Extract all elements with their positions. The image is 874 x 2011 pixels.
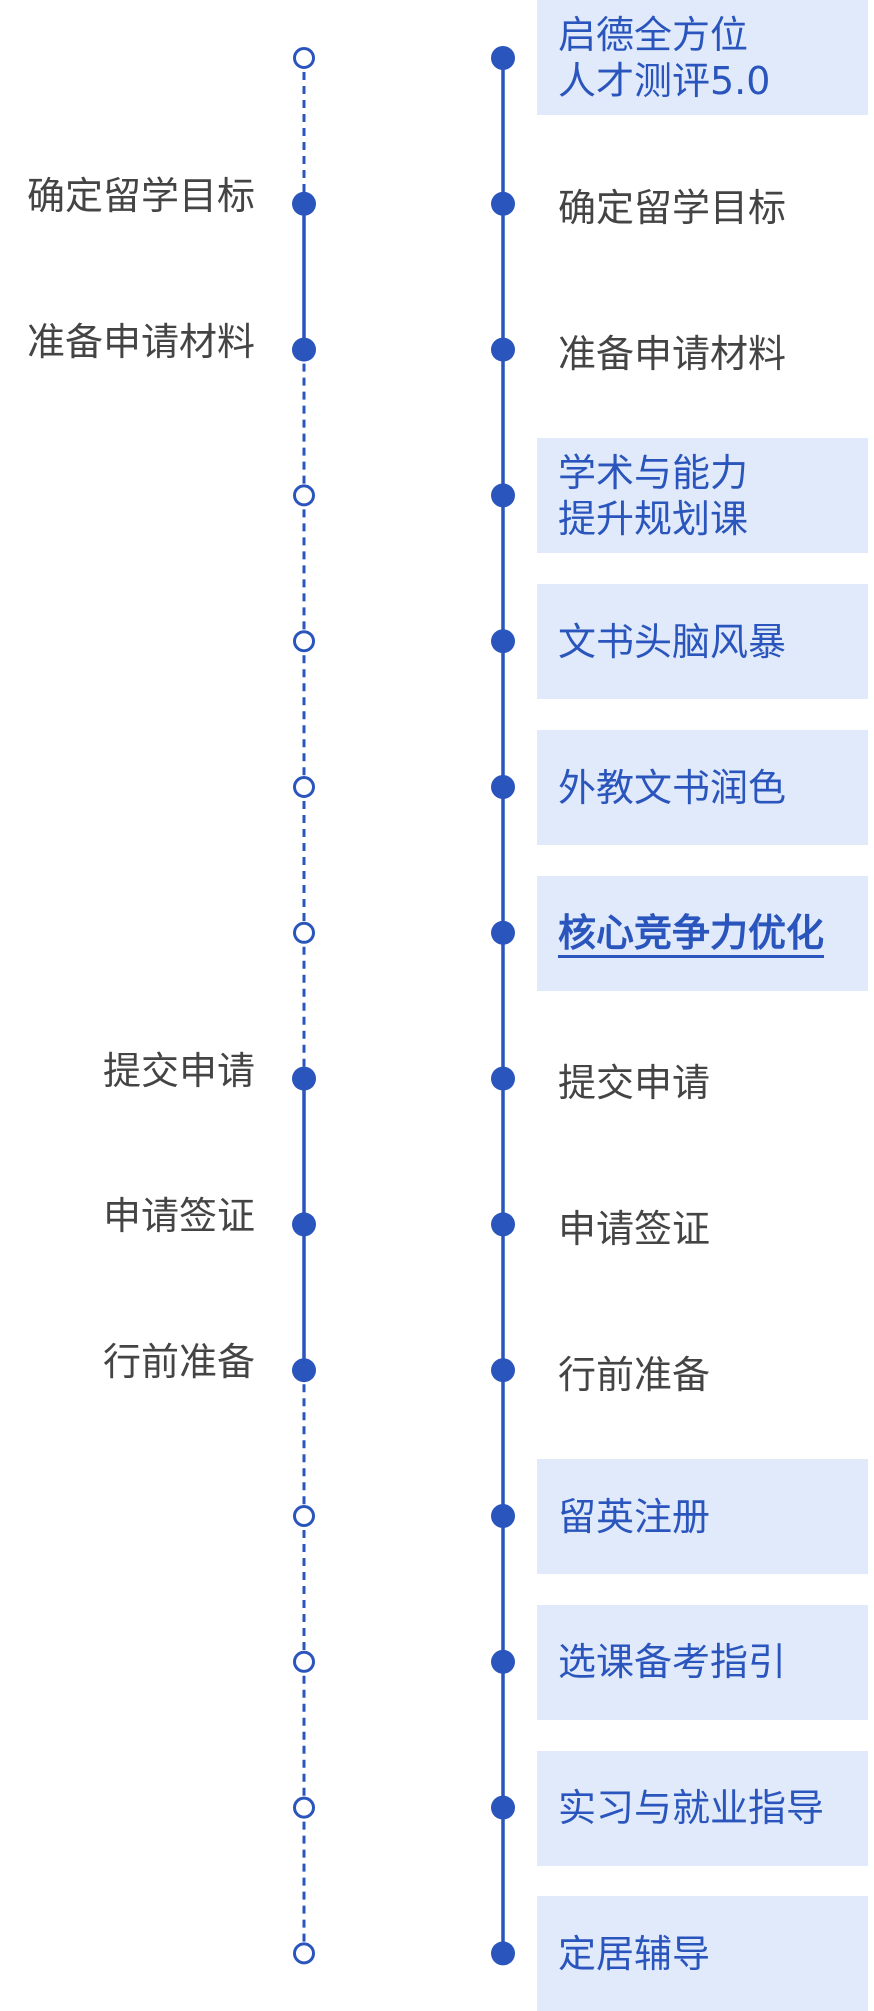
- right-milestone-dot: [491, 483, 515, 508]
- right-milestone-dot: [491, 1358, 515, 1383]
- right-milestone-dot: [491, 1066, 515, 1091]
- service-label: 外教文书润色: [558, 765, 787, 810]
- service-highlight-box: 选课备考指引: [537, 1604, 868, 1720]
- left-milestone-label: 提交申请: [102, 1048, 255, 1093]
- right-milestone-dot: [491, 1504, 515, 1528]
- right-milestone-dot: [491, 191, 515, 216]
- process-step-label: 行前准备: [558, 1352, 711, 1397]
- service-highlight-box: 核心竞争力优化: [537, 875, 868, 991]
- right-milestone-dot: [491, 46, 515, 70]
- process-step-label: 申请签证: [558, 1206, 711, 1251]
- service-highlight-box: 外教文书润色: [537, 730, 868, 845]
- process-step-item: 准备申请材料: [537, 293, 868, 408]
- service-label: 学术与能力 提升规划课: [558, 450, 749, 541]
- left-milestone-dot-filled: [292, 337, 316, 362]
- service-highlight-box: 启德全方位 人才测评5.0: [537, 0, 868, 115]
- right-milestone-dot: [491, 337, 515, 362]
- right-milestone-dot: [491, 920, 515, 945]
- left-milestone-label: 准备申请材料: [26, 319, 255, 364]
- process-step-item: 提交申请: [537, 1022, 868, 1137]
- right-milestone-dot: [491, 1941, 515, 1966]
- service-label: 选课备考指引: [558, 1640, 787, 1685]
- service-highlight-box: 实习与就业指导: [537, 1750, 868, 1866]
- left-milestone-label: 确定留学目标: [26, 173, 255, 218]
- right-milestone-dot: [491, 629, 515, 654]
- left-milestone-dot-hollow: [293, 1796, 315, 1819]
- service-highlight-box: 定居辅导: [537, 1896, 868, 2011]
- left-milestone-label: 行前准备: [102, 1340, 255, 1385]
- left-milestone-dot-filled: [292, 191, 316, 216]
- service-highlight-box: 文书头脑风暴: [537, 584, 868, 700]
- left-milestone-dot-filled: [292, 1358, 316, 1383]
- right-milestone-dot: [491, 1649, 515, 1674]
- left-milestone-dot-filled: [292, 1212, 316, 1237]
- process-step-item: 确定留学目标: [537, 147, 868, 262]
- left-milestone-dot-filled: [292, 1066, 316, 1091]
- service-label: 文书头脑风暴: [558, 619, 787, 664]
- service-label: 实习与就业指导: [558, 1786, 825, 1831]
- left-milestone-dot-hollow: [293, 921, 315, 944]
- service-highlight-box: 留英注册: [537, 1459, 868, 1574]
- process-step-label: 提交申请: [558, 1061, 711, 1106]
- service-label: 留英注册: [558, 1494, 711, 1539]
- left-milestone-dot-hollow: [293, 47, 315, 69]
- left-milestone-dot-hollow: [293, 776, 315, 798]
- service-highlight-box: 学术与能力 提升规划课: [537, 438, 868, 554]
- service-label-emphasized: 核心竞争力优化: [558, 911, 825, 956]
- left-milestone-dot-hollow: [293, 1650, 315, 1673]
- left-milestone-dot-hollow: [293, 1942, 315, 1965]
- process-step-item: 申请签证: [537, 1167, 868, 1282]
- service-label: 定居辅导: [558, 1931, 711, 1976]
- left-milestone-dot-hollow: [293, 1505, 315, 1527]
- process-step-label: 确定留学目标: [558, 186, 787, 231]
- service-label: 启德全方位 人才测评5.0: [558, 12, 771, 103]
- process-step-label: 准备申请材料: [558, 332, 787, 377]
- left-milestone-dot-hollow: [293, 484, 315, 507]
- right-milestone-dot: [491, 1795, 515, 1820]
- process-step-item: 行前准备: [537, 1313, 868, 1428]
- right-milestone-dot: [491, 1212, 515, 1237]
- right-milestone-dot: [491, 775, 515, 799]
- left-milestone-label: 申请签证: [102, 1194, 255, 1239]
- left-milestone-dot-hollow: [293, 630, 315, 653]
